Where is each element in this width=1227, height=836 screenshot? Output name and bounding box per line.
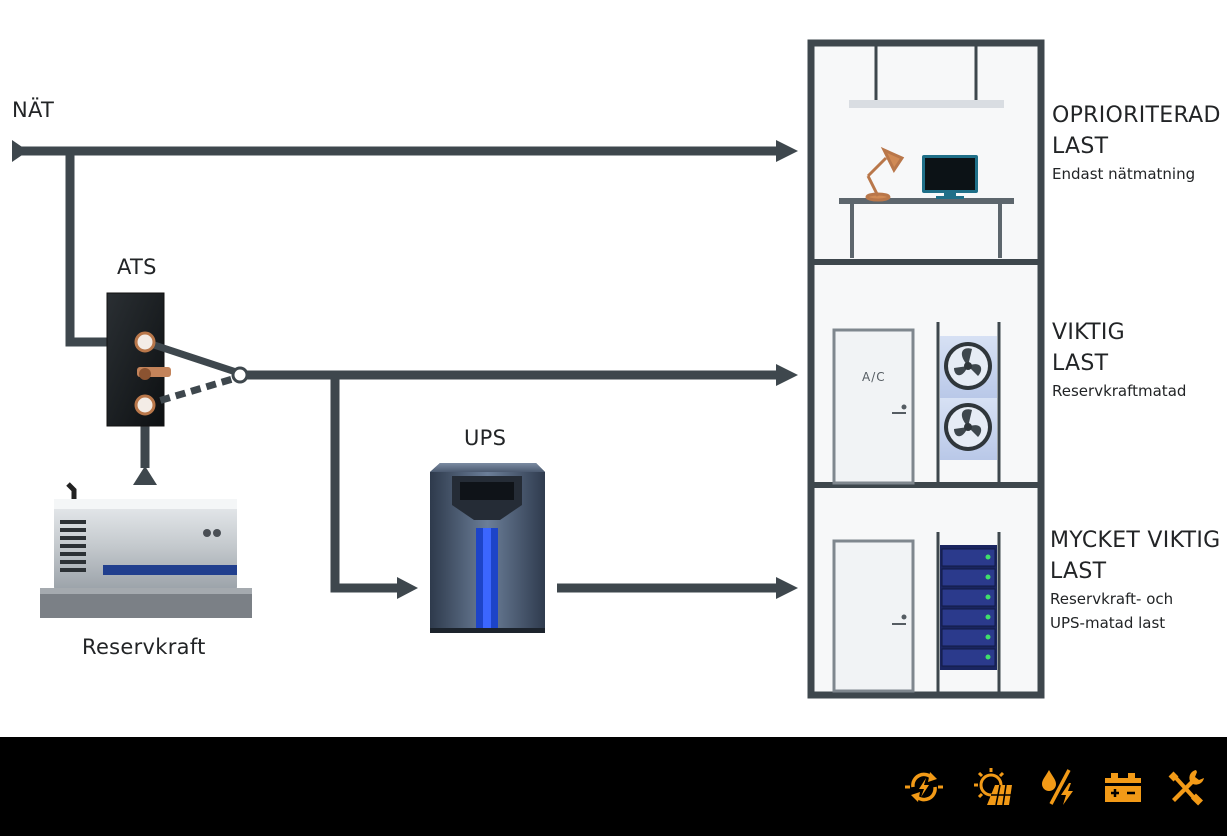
tier-subtitle: Reservkraftmatad	[1052, 382, 1187, 400]
tier-title-line1: MYCKET VIKTIG	[1050, 528, 1221, 553]
generator-icon	[40, 482, 252, 618]
fuel-electric-icon[interactable]	[1039, 767, 1079, 807]
building: A/C	[807, 39, 1045, 699]
tier-title-line2: LAST	[1052, 351, 1109, 376]
tier-important: VIKTIG LAST Reservkraftmatad	[1052, 317, 1186, 403]
solar-panel-icon[interactable]	[973, 767, 1013, 807]
ats-output-terminal	[231, 366, 249, 384]
tier-title-line2: LAST	[1052, 134, 1109, 159]
door-ac	[832, 328, 915, 485]
tier-subtitle: Endast nätmatning	[1052, 165, 1196, 183]
grid-entry-marker	[12, 140, 28, 162]
door-server	[832, 539, 915, 693]
generator-label: Reservkraft	[82, 635, 206, 659]
office-floor	[839, 46, 1014, 258]
power-cycle-icon[interactable]	[904, 767, 944, 807]
server-floor	[832, 532, 1001, 693]
arrowheads	[12, 140, 798, 599]
desk-icon	[839, 198, 1014, 204]
monitor-icon	[922, 155, 978, 199]
tier-very-important: MYCKET VIKTIG LAST Reservkraft- och UPS-…	[1050, 525, 1220, 635]
ats-label: ATS	[117, 255, 157, 279]
tier-subtitle: Reservkraft- och	[1050, 590, 1174, 608]
server-rack-icon	[940, 545, 997, 670]
tier-subtitle-line2: UPS-matad last	[1050, 614, 1166, 632]
tools-icon[interactable]	[1166, 767, 1206, 807]
ceiling-light-icon	[849, 100, 1004, 108]
power-distribution-diagram: A/C	[12, 39, 1221, 699]
tier-title-line2: LAST	[1050, 559, 1107, 584]
tier-title-line1: VIKTIG	[1052, 320, 1126, 345]
ats-switch	[106, 292, 249, 427]
tier-unprioritized: OPRIORITERAD LAST Endast nätmatning	[1052, 100, 1221, 186]
ats-to-ups-line	[330, 375, 400, 593]
arrow-very-important	[776, 577, 798, 599]
arrow-to-ups	[397, 577, 418, 599]
arrow-unprioritized	[776, 140, 798, 162]
arrow-to-ats-from-generator	[133, 466, 157, 485]
arrow-important	[776, 364, 798, 386]
ups-label: UPS	[464, 426, 507, 450]
grid-label: NÄT	[12, 98, 55, 122]
door-ac-label: A/C	[862, 370, 886, 384]
fan-icon	[940, 398, 997, 460]
tier-title-line1: OPRIORITERAD	[1052, 103, 1221, 128]
battery-icon[interactable]	[1103, 767, 1143, 807]
ac-floor: A/C	[832, 322, 1001, 485]
ups-icon	[430, 463, 545, 633]
bottom-toolbar	[0, 737, 1227, 836]
desk-lamp-icon	[865, 146, 905, 202]
ats-blade-closed	[143, 338, 238, 376]
fan-icon	[940, 336, 997, 398]
